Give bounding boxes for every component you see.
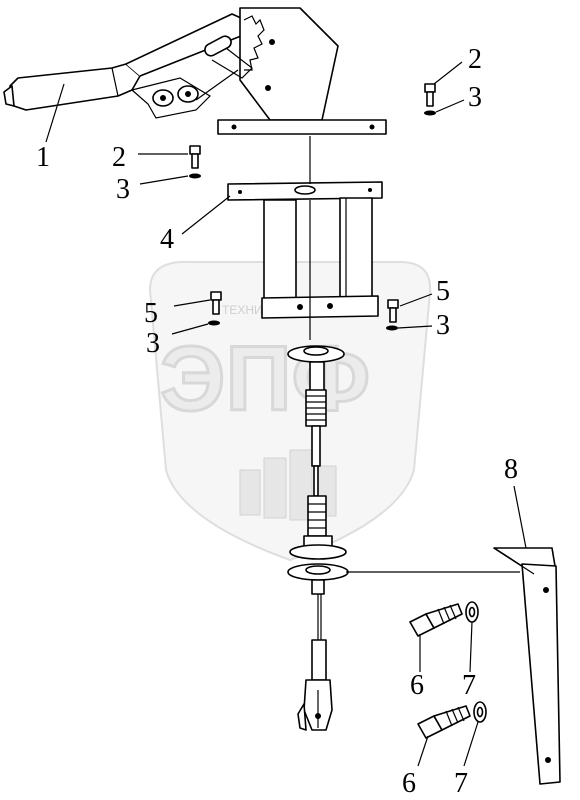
l-bracket — [493, 547, 561, 785]
thread-upper — [306, 395, 326, 421]
callout-2-upper-left: 2 — [112, 142, 126, 173]
callout-1: 1 — [36, 142, 50, 173]
brake-cable-assembly — [287, 345, 520, 731]
callout-labels: 1 2 3 2 3 4 5 3 5 3 8 6 7 6 7 — [36, 44, 518, 799]
callout-3-upper-left: 3 — [116, 174, 130, 205]
callout-5-left: 5 — [144, 298, 158, 329]
callout-3-middle-right: 3 — [436, 310, 450, 341]
callout-7-upper: 7 — [462, 670, 476, 701]
bolt-middle-right — [386, 299, 399, 331]
callout-2-upper-right: 2 — [468, 44, 482, 75]
hex-bolt-upper — [409, 603, 463, 637]
hand-brake-lever — [3, 13, 251, 119]
callout-5-right: 5 — [436, 276, 450, 307]
clevis-fork — [297, 679, 333, 731]
bolt-upper-right — [424, 83, 436, 116]
thread-lower — [308, 503, 326, 529]
washer-lower — [473, 701, 487, 723]
hex-bolt-lower — [417, 705, 471, 739]
callout-3-middle-left: 3 — [146, 328, 160, 359]
mounting-bracket — [227, 181, 383, 319]
callout-3-upper-right: 3 — [468, 82, 482, 113]
watermark-buildings-icon — [239, 449, 337, 521]
callout-6-upper: 6 — [410, 670, 424, 701]
watermark: ТЕХНИКА И ЗАПЧАСТИ ЭПФ — [148, 260, 432, 562]
ratchet-sector-plate — [204, 7, 387, 135]
leader-lines — [45, 61, 527, 767]
callout-7-lower: 7 — [454, 768, 468, 799]
callout-8: 8 — [504, 454, 518, 485]
bolt-upper-left — [189, 145, 201, 179]
callout-4: 4 — [160, 224, 174, 255]
watermark-big-text: ЭПФ — [160, 328, 370, 430]
washer-upper — [465, 601, 479, 623]
bolt-middle-left — [208, 291, 222, 326]
callout-6-lower: 6 — [402, 768, 416, 799]
